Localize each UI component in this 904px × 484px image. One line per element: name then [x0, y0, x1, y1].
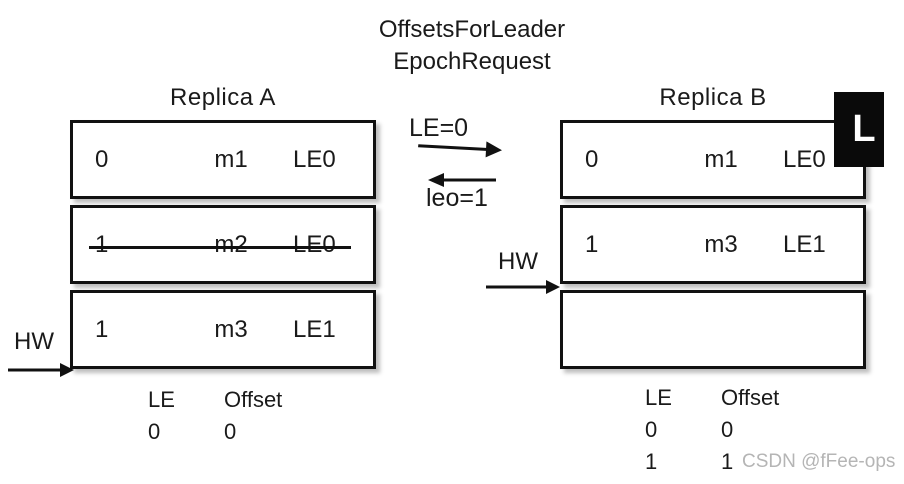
replica-a-log: 0 m1 LE0 1 m2 LE0 1 m3 LE1 [70, 120, 376, 375]
request-epoch-label: LE=0 [409, 114, 469, 142]
response-arrow-icon [428, 173, 496, 187]
epoch-table-header: LE Offset [645, 382, 779, 414]
offset-value: 1 [721, 449, 734, 474]
offset-value: 0 [224, 419, 237, 444]
row-offset: 0 [585, 145, 599, 173]
log-row: 0 m1 LE0 [560, 120, 866, 199]
le-value: 0 [148, 419, 161, 444]
log-row: 1 m3 LE1 [70, 290, 376, 369]
le-value: 1 [645, 449, 658, 474]
epoch-table-header: LE Offset [148, 384, 282, 416]
replica-a-hw-label: HW [14, 328, 54, 355]
log-row-empty [560, 290, 866, 369]
row-epoch: LE0 [783, 145, 826, 173]
row-epoch: LE1 [783, 230, 826, 258]
offset-header: Offset [224, 387, 283, 412]
row-epoch: LE1 [293, 315, 336, 343]
row-offset: 1 [95, 315, 109, 343]
replica-b-hw-label: HW [498, 248, 538, 275]
replica-b-label: Replica B [659, 84, 767, 111]
epoch-table-row: 1 1 [645, 446, 779, 478]
hw-arrow-icon [486, 280, 560, 294]
log-row-struck: 1 m2 LE0 [70, 205, 376, 284]
response-leo-label: leo=1 [426, 184, 488, 212]
row-offset: 1 [95, 230, 109, 258]
row-message: m2 [214, 230, 248, 258]
le-header: LE [148, 387, 175, 412]
replica-b-epoch-table: LE Offset 0 0 1 1 [645, 382, 779, 478]
csdn-watermark: CSDN @fFee-ops [742, 451, 896, 472]
row-epoch: LE0 [293, 230, 336, 258]
le-value: 0 [645, 417, 658, 442]
row-message: m1 [214, 145, 248, 173]
row-offset: 1 [585, 230, 599, 258]
row-epoch: LE0 [293, 145, 336, 173]
log-row: 1 m3 LE1 [560, 205, 866, 284]
strikethrough-line [89, 245, 351, 249]
diagram-title-line1: OffsetsForLeader [378, 16, 566, 43]
replica-b-log: 0 m1 LE0 1 m3 LE1 [560, 120, 866, 375]
row-message: m3 [704, 230, 738, 258]
request-arrow-icon [418, 141, 502, 158]
row-message: m1 [704, 145, 738, 173]
le-header: LE [645, 385, 672, 410]
replica-a-label: Replica A [170, 84, 276, 111]
offset-header: Offset [721, 385, 780, 410]
log-row: 0 m1 LE0 [70, 120, 376, 199]
offset-value: 0 [721, 417, 734, 442]
hw-arrow-icon [8, 363, 74, 377]
leader-badge: L [834, 92, 884, 167]
row-message: m3 [214, 315, 248, 343]
replica-a-epoch-table: LE Offset 0 0 [148, 384, 282, 448]
epoch-table-row: 0 0 [645, 414, 779, 446]
row-offset: 0 [95, 145, 109, 173]
diagram-title-line2: EpochRequest [393, 48, 551, 75]
diagram-title: OffsetsForLeader EpochRequest [312, 14, 632, 78]
epoch-table-row: 0 0 [148, 416, 282, 448]
